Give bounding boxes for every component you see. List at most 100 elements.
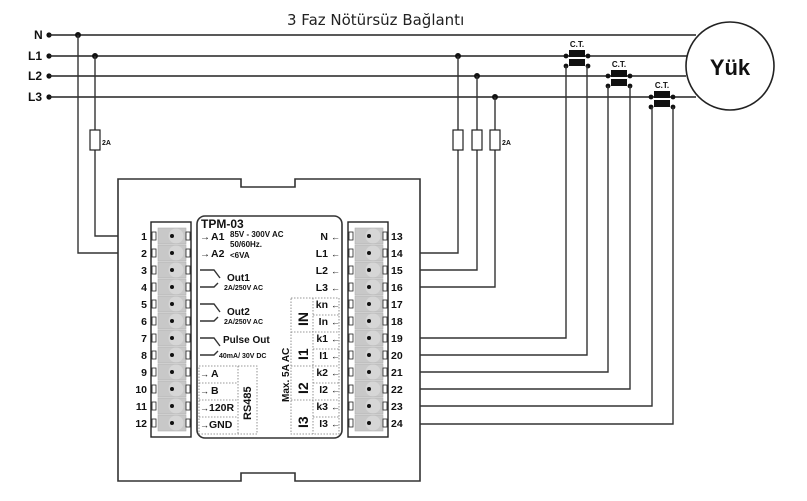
bus-wires (49, 34, 696, 98)
terminal-label-k1: k1 (316, 333, 328, 345)
fuse-icon (489, 129, 501, 151)
terminal-screw-dot (170, 336, 174, 340)
terminal-label-a: A (211, 368, 219, 380)
terminal-screw-head (365, 381, 381, 397)
terminal-slot (151, 231, 157, 241)
pin-number: 13 (391, 231, 403, 243)
terminal-slot (348, 367, 354, 377)
terminal-label-in: In (319, 316, 328, 328)
terminal-slot (151, 418, 157, 428)
right-arrows: ←←←←←←←←←←←← (331, 232, 340, 429)
output-name: Out1 (227, 273, 250, 284)
terminal-slot (151, 401, 157, 411)
load-label: Yük (710, 55, 751, 80)
current-group-i2: I2 (295, 382, 311, 394)
pin-number: 21 (391, 367, 403, 379)
terminal-slot (348, 265, 354, 275)
pin-number: 2 (141, 248, 147, 260)
wire-measure-l2 (420, 76, 478, 271)
terminal-screw-head (365, 330, 381, 346)
terminal-label-b: B (211, 385, 219, 397)
pin-number: 11 (136, 401, 147, 413)
device-model: TPM-03 (201, 217, 244, 231)
diagram-title: 3 Faz Nötürsüz Bağlantı (287, 11, 464, 29)
arrow-icon: → (200, 232, 210, 243)
terminal-slot (185, 265, 191, 275)
ct-3: C.T. (648, 81, 676, 110)
output-name: Out2 (227, 307, 250, 318)
ct-terminal-dot (670, 94, 676, 100)
terminal-slot (185, 248, 191, 258)
terminal-label-kn: kn (316, 299, 328, 311)
arrow-icon: ← (331, 419, 340, 429)
terminal-label-k3: k3 (316, 401, 328, 413)
arrow-icon: ← (331, 368, 340, 378)
ct-label: C.T. (612, 60, 626, 69)
terminal-slot (151, 299, 157, 309)
ct-core-icon (569, 59, 585, 66)
supply-frequency: 50/60Hz. (230, 240, 262, 249)
terminal-screw-head (168, 415, 184, 431)
pin-number: 5 (141, 299, 147, 311)
terminal-screw-head (168, 347, 184, 363)
terminal-screw-dot (170, 319, 174, 323)
arrow-icon: ← (331, 402, 340, 412)
arrow-icon: ← (331, 317, 340, 327)
terminal-slot (348, 333, 354, 343)
terminal-screw-head (365, 398, 381, 414)
terminal-slot (151, 350, 157, 360)
terminal-label-i2: I2 (319, 384, 328, 396)
terminal-screw-dot (170, 302, 174, 306)
wire-supply-n (77, 35, 118, 254)
pin-number: 1 (141, 231, 147, 243)
ct-label: C.T. (655, 81, 669, 90)
pin-number: 17 (391, 299, 403, 311)
terminal-screw-head (168, 364, 184, 380)
pin-number: 8 (141, 350, 147, 362)
ct-core-icon (654, 91, 670, 98)
terminal-slot (185, 350, 191, 360)
pin-number: 14 (391, 248, 403, 260)
pin-number: 7 (141, 333, 147, 345)
terminal-slot (382, 265, 388, 275)
bus-label-l1: L1 (28, 49, 42, 63)
pin-number: 10 (135, 384, 147, 396)
terminal-screw-dot (367, 353, 371, 357)
ct-core-icon (611, 70, 627, 77)
output-rating: 2A/250V AC (224, 285, 263, 292)
terminal-screw-head (168, 279, 184, 295)
pin-number: 16 (391, 282, 403, 294)
pulse-out-icon (200, 337, 221, 356)
ct-terminal-dot (648, 94, 654, 100)
current-group-i3: I3 (295, 416, 311, 428)
terminal-screw-head (365, 228, 381, 244)
terminal-screw-dot (170, 387, 174, 391)
ct-terminal-dot (563, 53, 569, 59)
ct-core-icon (654, 100, 670, 107)
terminal-slot (348, 350, 354, 360)
current-transformers: C.T.C.T.C.T. (563, 40, 676, 110)
relay-out1-icon (200, 269, 221, 288)
terminal-screw-dot (367, 336, 371, 340)
terminal-slot (151, 333, 157, 343)
terminal-label-k2: k2 (316, 367, 328, 379)
terminal-slot (382, 333, 388, 343)
terminal-label-i3: I3 (319, 418, 328, 430)
ct-terminal-dot (605, 73, 611, 79)
arrow-icon: ← (331, 283, 340, 293)
pin-number: 4 (141, 282, 147, 294)
ct-core-icon (611, 79, 627, 86)
output-rating: 40mA/ 30V DC (219, 353, 266, 360)
terminal-screw-head (168, 398, 184, 414)
rs485-label: RS485 (242, 386, 254, 420)
terminal-slot (185, 282, 191, 292)
terminal-slot (151, 367, 157, 377)
left-terminal-labels: → A1 → A2 85V - 300V AC 50/60Hz. <6VA Ou… (198, 230, 284, 435)
terminal-screw-dot (367, 319, 371, 323)
terminal-label-a2: A2 (211, 248, 225, 260)
terminal-screw-dot (170, 404, 174, 408)
terminal-screw-head (168, 313, 184, 329)
terminal-screw-dot (367, 370, 371, 374)
terminal-slot (348, 316, 354, 326)
